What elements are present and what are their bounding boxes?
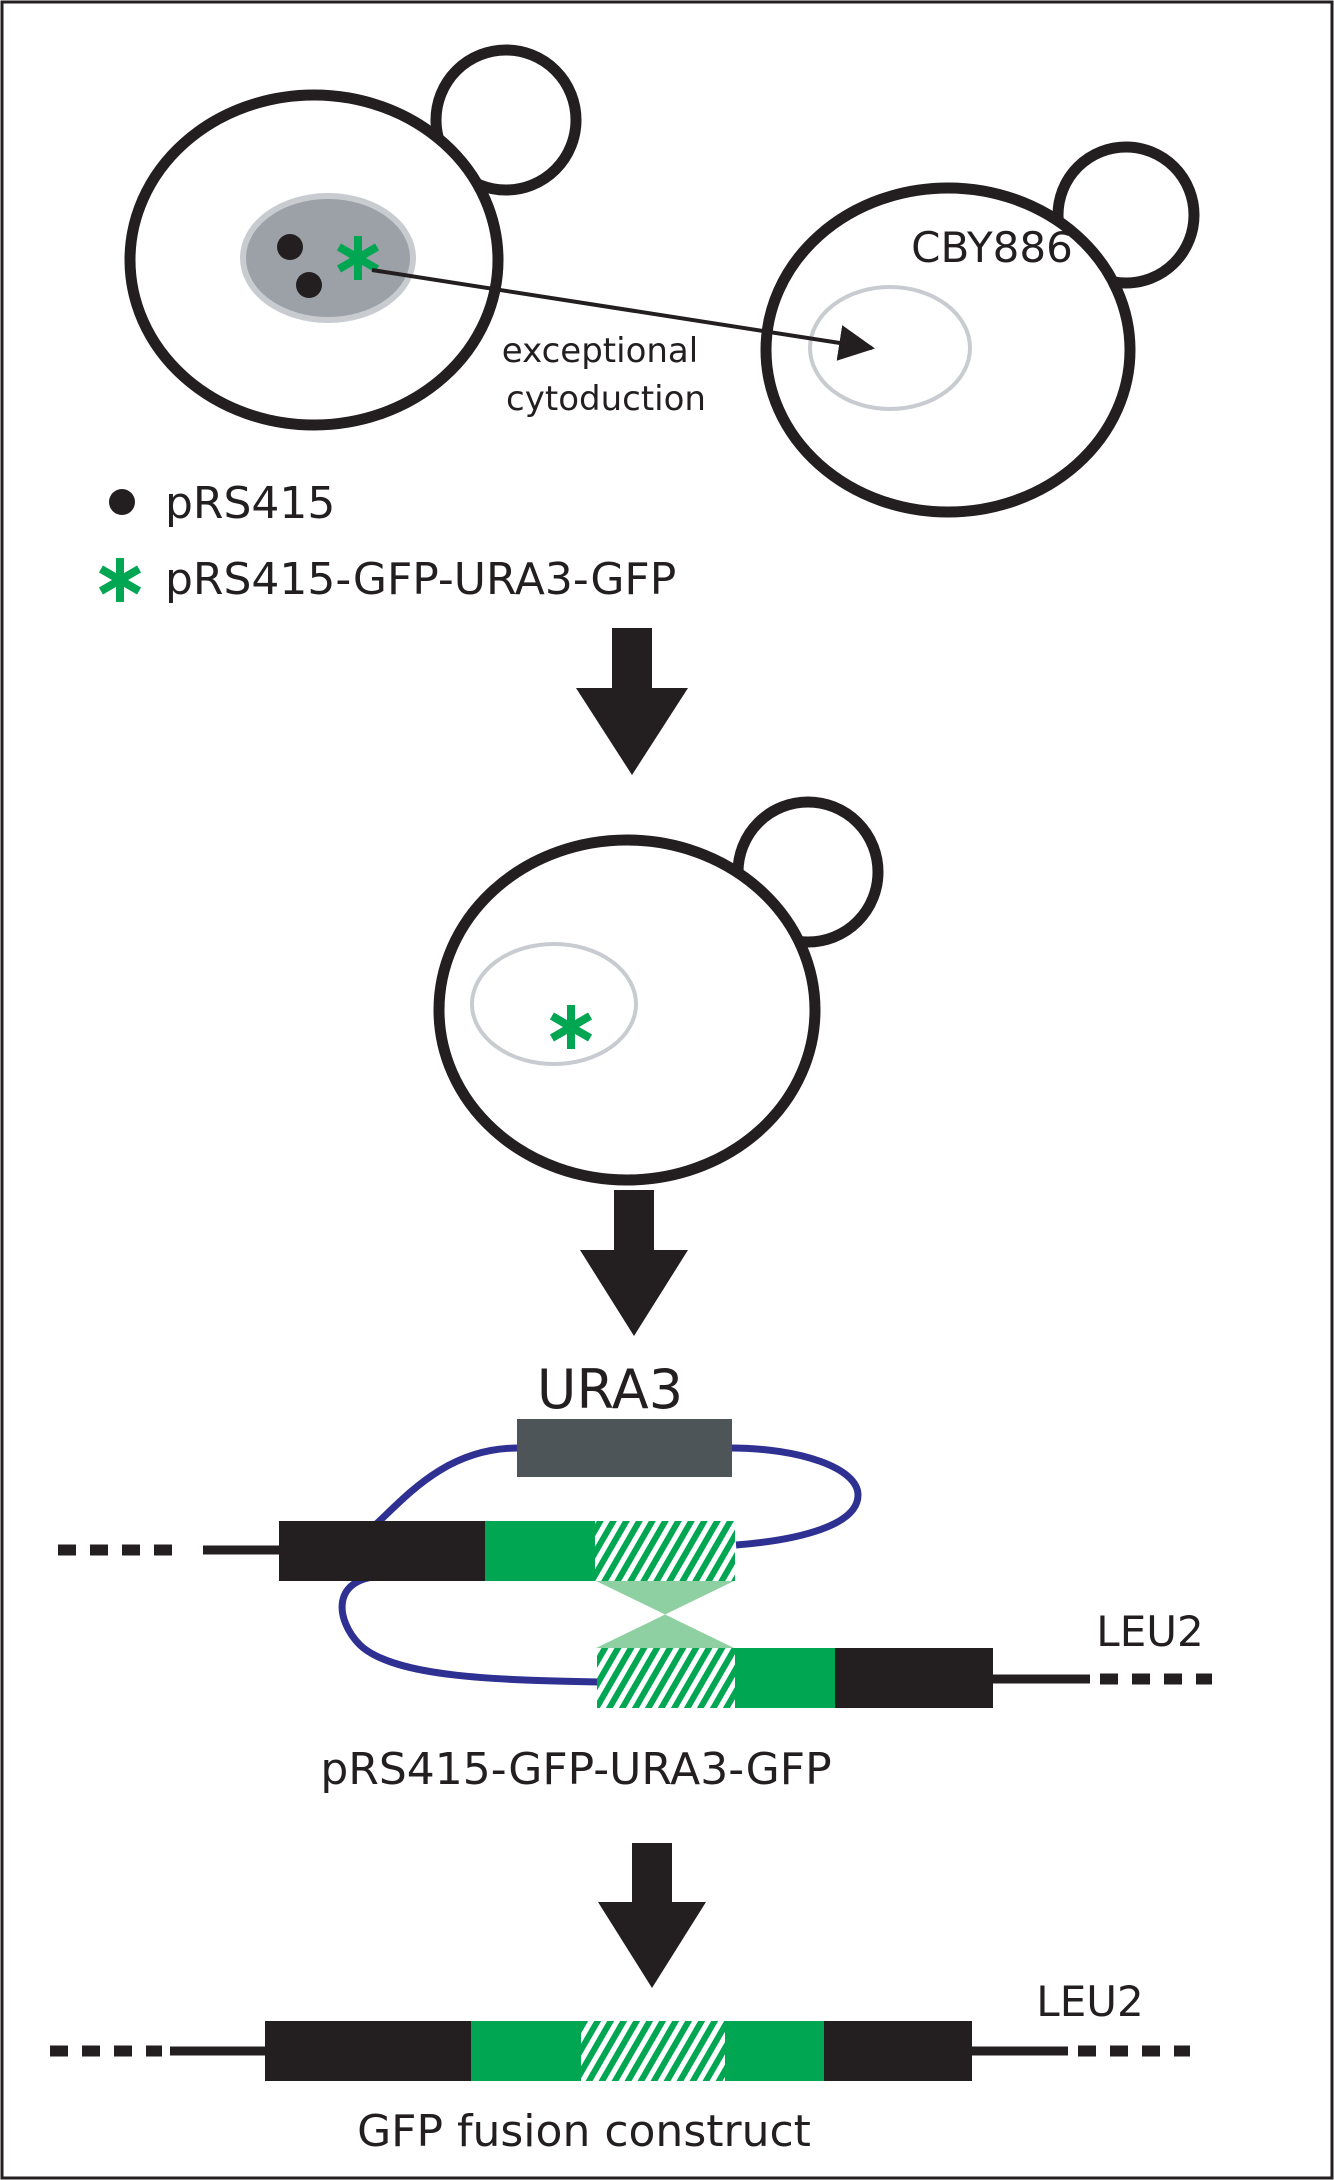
fusion-construct-label: GFP fusion construct xyxy=(357,2106,811,2157)
final-black-block-left xyxy=(265,2021,471,2081)
plasmid-backbone-upper-left xyxy=(369,1444,519,1531)
donor-nucleus xyxy=(240,193,416,323)
black-block-upper xyxy=(279,1521,485,1581)
result-nucleus xyxy=(470,942,638,1066)
gfp-hatched-region-lower xyxy=(597,1648,735,1708)
legend-dot-icon xyxy=(109,489,135,515)
leu2-label-mid: LEU2 xyxy=(1096,1607,1203,1656)
down-arrow-icon xyxy=(576,628,688,775)
legend: pRS415 pRS415-GFP-URA3-GFP xyxy=(98,478,676,605)
down-arrow-icon xyxy=(580,1190,688,1336)
black-block-lower xyxy=(835,1648,993,1708)
legend-asterisk-icon xyxy=(98,558,142,602)
ura3-block xyxy=(517,1419,732,1477)
crossover-region xyxy=(596,1581,734,1648)
plasmid-backbone-lower xyxy=(338,1572,601,1686)
legend-construct-label: pRS415-GFP-URA3-GFP xyxy=(165,554,676,605)
ura3-label: URA3 xyxy=(537,1358,683,1421)
final-black-block-right xyxy=(824,2021,972,2081)
process-label-line1: exceptional xyxy=(502,331,698,371)
final-gfp-hatched-region xyxy=(581,2021,725,2081)
result-body xyxy=(433,834,821,1186)
donor-cell xyxy=(124,44,582,431)
transfer-arrow xyxy=(371,268,875,361)
construct-name-label: pRS415-GFP-URA3-GFP xyxy=(320,1744,831,1795)
process-label-line2: cytoduction xyxy=(506,379,706,419)
recombination-diagram: URA3 LEU2 pRS415-GFP-URA3-GFP xyxy=(58,1358,1212,1795)
recipient-nucleus xyxy=(808,285,972,411)
fusion-construct: LEU2 GFP fusion construct xyxy=(50,1977,1190,2157)
strain-label: CBY886 xyxy=(911,223,1073,272)
result-cell xyxy=(433,796,884,1186)
down-arrow-icon xyxy=(598,1843,706,1988)
legend-plasmid-label: pRS415 xyxy=(165,478,335,529)
plasmid-dot-icon xyxy=(296,272,322,298)
donor-bud xyxy=(430,44,582,196)
recipient-body xyxy=(760,182,1136,518)
recipient-cell: CBY886 xyxy=(760,141,1200,518)
plasmid-dot-icon xyxy=(277,234,303,260)
plasmid-backbone-right xyxy=(730,1444,862,1549)
gfp-hatched-region-upper xyxy=(595,1521,735,1581)
leu2-label-bottom: LEU2 xyxy=(1036,1977,1143,2026)
